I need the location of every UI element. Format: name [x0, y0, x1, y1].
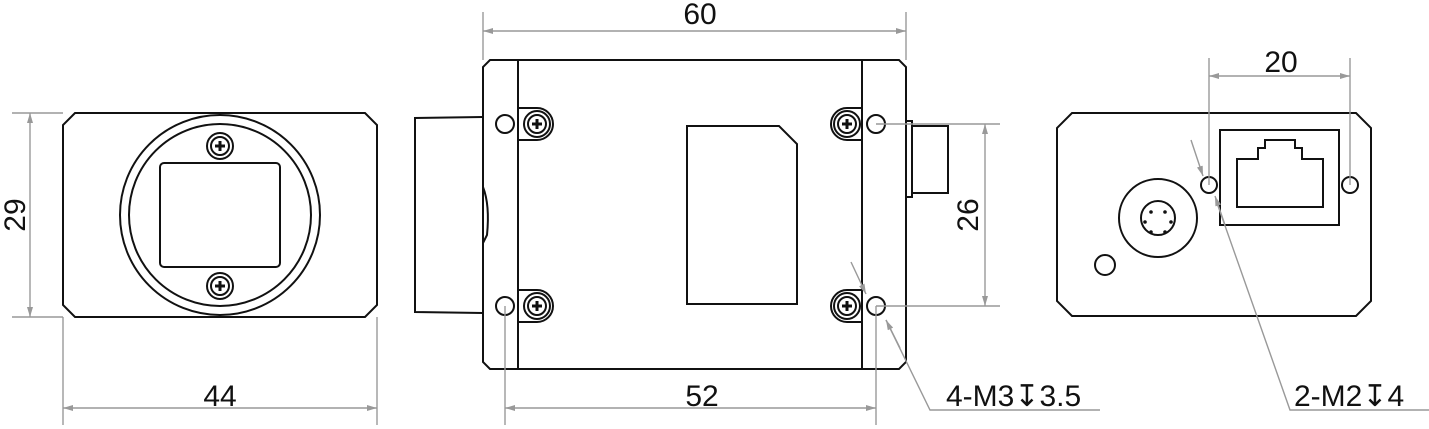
screw-icon	[832, 291, 862, 321]
io-connector-pins	[1140, 200, 1176, 236]
front-view: 29 44	[0, 112, 378, 425]
lens-block	[414, 116, 484, 314]
front-body-outline	[62, 112, 378, 318]
dimension-label-20: 20	[1264, 46, 1297, 79]
back-body-outline	[1056, 112, 1372, 317]
dimension-label-29: 29	[0, 198, 32, 231]
screw-icon	[832, 109, 862, 139]
screw-icon	[205, 131, 235, 161]
mount-hole	[495, 114, 515, 134]
lens-mount-ring	[119, 114, 321, 316]
label-area	[686, 125, 798, 305]
screw-tabs	[518, 107, 862, 323]
ethernet-jack-icon	[1236, 139, 1324, 208]
back-holes-callout: 2-M2↧4	[1294, 380, 1404, 413]
dimension-label-26: 26	[952, 198, 985, 231]
back-view: 20 2-M2↧4	[1056, 46, 1429, 413]
screw-icon	[205, 271, 235, 301]
side-view: 60 52 26 4-M3↧3.5	[414, 0, 1100, 425]
dimension-label-44: 44	[203, 380, 236, 413]
side-holes-callout: 4-M3↧3.5	[946, 380, 1081, 413]
ethernet-port	[1219, 129, 1340, 226]
dimension-label-60: 60	[683, 0, 716, 31]
rear-connector	[906, 120, 949, 198]
lens-mount-inner-ring	[128, 123, 312, 307]
side-body-outline	[482, 59, 907, 370]
dimension-label-52: 52	[685, 380, 718, 413]
io-connector	[1118, 178, 1198, 258]
sensor-window	[159, 162, 281, 268]
screw-icon	[522, 109, 552, 139]
callout-leader	[885, 319, 1100, 411]
callout-leader	[1216, 202, 1429, 411]
connector-pins	[1143, 210, 1173, 234]
indicator-led	[1094, 254, 1116, 276]
screw-icon	[522, 291, 552, 321]
